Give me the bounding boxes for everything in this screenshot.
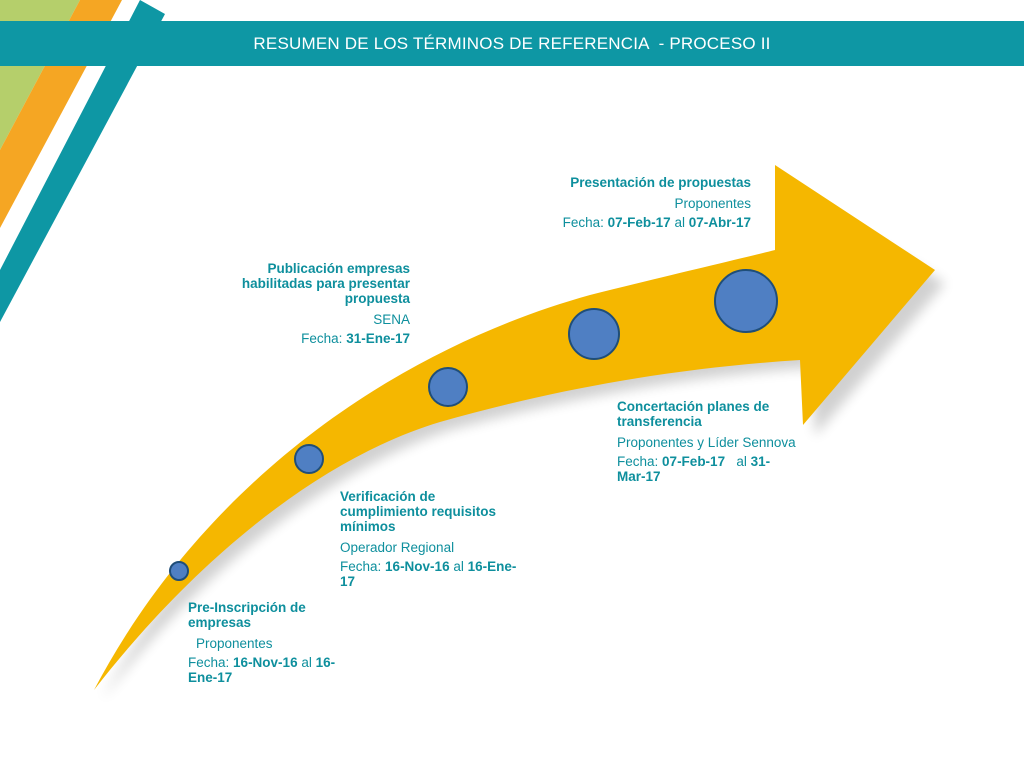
step-title: Concertación planes de transferencia: [617, 399, 770, 429]
step-date: Fecha: 07-Feb-17 al 31-Mar-17: [617, 454, 771, 484]
step-title: Verificación de cumplimiento requisitos …: [340, 489, 497, 534]
step-responsible: SENA: [373, 312, 410, 327]
title-banner: [0, 21, 1024, 66]
step-publicacion: Publicación empresas habilitadas para pr…: [220, 261, 410, 346]
step-responsible: Proponentes y Líder Sennova: [617, 435, 796, 450]
milestone-3: [428, 367, 468, 407]
milestone-1: [169, 561, 189, 581]
step-date: Fecha: 16-Nov-16 al 16-Ene-17: [188, 655, 336, 685]
step-concertacion: Concertación planes de transferencia Pro…: [617, 399, 797, 484]
step-title: Pre-Inscripción de empresas: [188, 600, 306, 630]
stripe-teal: [0, 0, 165, 322]
page-title: RESUMEN DE LOS TÉRMINOS DE REFERENCIA - …: [253, 34, 771, 53]
milestone-4: [568, 308, 620, 360]
step-presentacion: Presentación de propuestas Proponentes F…: [500, 175, 751, 230]
step-date: Fecha: 07-Feb-17 al 07-Abr-17: [562, 215, 751, 230]
step-title: Presentación de propuestas: [570, 175, 751, 190]
step-pre-inscripcion: Pre-Inscripción de empresas Proponentes …: [188, 600, 338, 685]
step-date: Fecha: 16-Nov-16 al 16-Ene-17: [340, 559, 517, 589]
step-verificacion: Verificación de cumplimiento requisitos …: [340, 489, 520, 589]
step-responsible: Operador Regional: [340, 540, 455, 555]
step-date: Fecha: 31-Ene-17: [301, 331, 410, 346]
step-responsible: Proponentes: [196, 636, 273, 651]
step-responsible: Proponentes: [674, 196, 751, 211]
milestone-2: [294, 444, 324, 474]
milestone-5: [714, 269, 778, 333]
step-title: Publicación empresas habilitadas para pr…: [241, 261, 410, 306]
